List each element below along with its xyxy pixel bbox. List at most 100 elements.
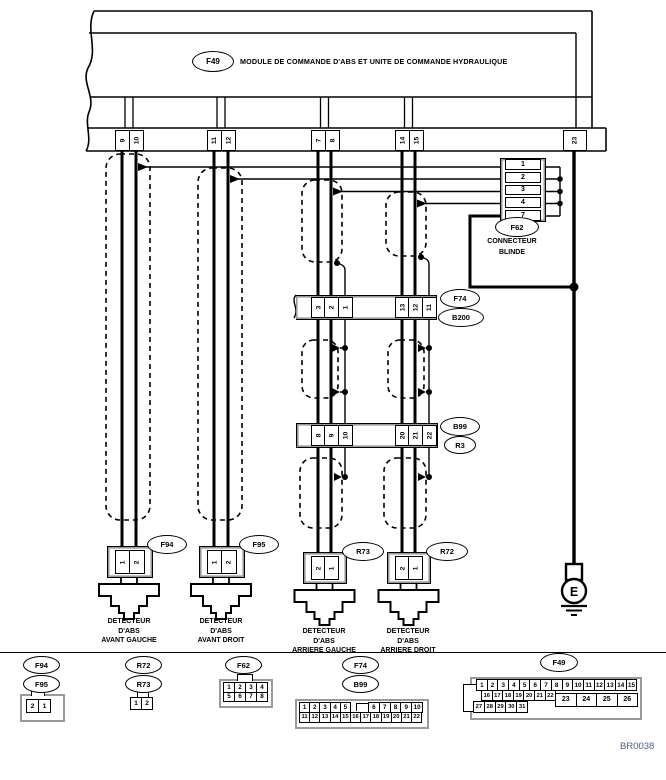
connector-dividers — [124, 97, 414, 128]
r72-id-oval: R72 — [426, 542, 468, 561]
caption-line: ARRIERE DROIT — [380, 647, 436, 655]
sensor-body-front-left — [98, 583, 160, 620]
module-pin-15: 15 — [409, 130, 424, 151]
caption-line: ARRIERE GAUCHE — [292, 647, 356, 655]
caption-line: D'ABS — [313, 637, 335, 645]
f95-id-oval: F95 — [239, 535, 279, 554]
shield-ground-wire — [468, 214, 572, 289]
f74-id-oval: F74 — [440, 289, 480, 308]
legend-separator — [0, 652, 666, 653]
pin-cell: 24 — [575, 692, 597, 707]
wires — [120, 151, 576, 566]
legend-f62-tab — [237, 674, 253, 681]
legend-f49-oval: F49 — [540, 653, 578, 672]
pin-cell: 10 — [411, 702, 423, 713]
module-pin-12: 12 — [221, 130, 236, 151]
sensor-body-rear-right — [377, 589, 440, 626]
arrow-front-right — [230, 175, 240, 183]
b99-pin-22: 22 — [422, 425, 437, 446]
b99-pin-9: 9 — [324, 425, 339, 446]
f62-caption-line2: BLINDE — [498, 248, 526, 256]
shield-rear-left-bottom — [299, 457, 343, 529]
pin-cell: 31 — [516, 700, 528, 713]
f62-pin-3: 3 — [505, 184, 541, 196]
caption-rear-right: DETECTEUR D'ABS ARRIERE DROIT — [353, 627, 463, 656]
pin-cell: 23 — [555, 692, 577, 707]
caption-line: D'ABS — [210, 627, 232, 635]
r3-id-oval: R3 — [444, 436, 476, 454]
module-pin-10: 10 — [129, 130, 144, 151]
legend-f95-oval: F95 — [23, 675, 60, 693]
arrow-rear-left — [333, 187, 343, 196]
shield-rear-left-top — [301, 179, 343, 263]
r72-pin-1: 1 — [408, 556, 423, 580]
diagram-code: BR0038 — [620, 741, 655, 752]
b99-id-oval: B99 — [440, 417, 480, 436]
module-pin-8: 8 — [325, 130, 340, 151]
sensor-body-front-right — [190, 583, 252, 620]
legend-f62-oval: F62 — [225, 656, 262, 674]
shield-rear-right-bottom — [383, 457, 427, 529]
module-pin-11: 11 — [207, 130, 222, 151]
caption-line: DETECTEUR — [386, 628, 430, 635]
ground-symbol: E — [560, 562, 588, 616]
shield-rear-right-top — [385, 191, 427, 257]
f62-pin-1: 1 — [505, 159, 541, 170]
pin-cell: 5 — [339, 702, 351, 713]
sensor-body-rear-left — [293, 589, 356, 626]
module-pin-7: 7 — [311, 130, 326, 151]
legend-r72-oval: R72 — [125, 656, 162, 674]
pin-cell: 2 — [141, 697, 153, 710]
shield-front-right — [197, 167, 243, 521]
f95-pin-2: 2 — [221, 550, 237, 574]
caption-line: AVANT DROIT — [197, 637, 245, 645]
f62-pin-4: 4 — [505, 197, 541, 209]
f62-jumper — [544, 166, 561, 217]
caption-line: AVANT GAUCHE — [101, 637, 157, 645]
module-pin-9: 9 — [115, 130, 130, 151]
module-title: MODULE DE COMMANDE D'ABS ET UNITE DE COM… — [240, 57, 508, 66]
caption-line: DETECTEUR — [302, 628, 346, 635]
module-pin-14: 14 — [395, 130, 410, 151]
f74-pin-12: 12 — [408, 297, 423, 318]
arrow-rear-right — [417, 199, 427, 208]
caption-line: D'ABS — [118, 627, 140, 635]
pin-cell: 25 — [596, 692, 618, 707]
f74-pin-2: 2 — [324, 297, 339, 318]
f62-caption-line1: CONNECTEUR — [487, 238, 537, 245]
ground-bus-junction — [569, 282, 579, 292]
torn-edge-bar — [293, 294, 297, 319]
r73-pin-1: 1 — [324, 556, 339, 580]
pin-cell: 15 — [625, 679, 638, 691]
caption-front-right: DETECTEUR D'ABS AVANT DROIT — [166, 617, 276, 646]
module-pin-23: 23 — [563, 130, 587, 151]
pin-cell: 8 — [256, 691, 268, 702]
shields — [105, 153, 427, 529]
shield-rear-right-mid — [387, 339, 425, 399]
b200-id-oval: B200 — [438, 308, 484, 327]
caption-rear-left: DETECTEUR D'ABS ARRIERE GAUCHE — [269, 627, 379, 656]
shield-front-left — [105, 153, 151, 521]
f62-caption: CONNECTEUR BLINDE — [452, 237, 572, 258]
ground-label: E — [570, 585, 578, 599]
legend-r73-oval: R73 — [125, 675, 162, 693]
r73-id-oval: R73 — [342, 542, 384, 561]
arrow-front-left — [138, 163, 148, 171]
pin-cell: 22 — [411, 712, 423, 723]
legend-b99-oval: B99 — [342, 675, 379, 693]
caption-line: DETECTEUR — [199, 618, 243, 625]
caption-line: D'ABS — [397, 637, 419, 645]
b99-pin-10: 10 — [338, 425, 353, 446]
legend-f94-oval: F94 — [23, 656, 60, 674]
f94-id-oval: F94 — [147, 535, 187, 554]
